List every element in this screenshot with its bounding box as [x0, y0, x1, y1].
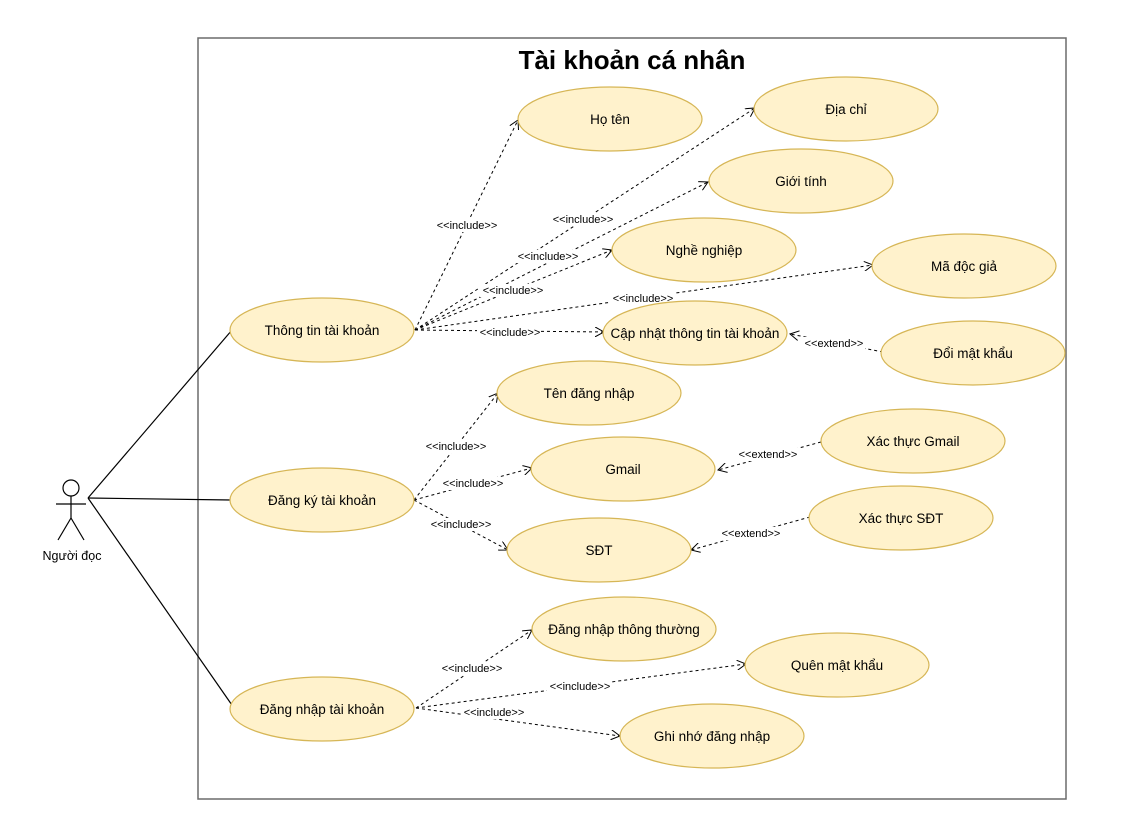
actor-right-leg	[70, 517, 85, 541]
extend-label-doi-mat-khau: <<extend>>	[805, 338, 864, 350]
include-label-dang-nhap-thuong: <<include>>	[442, 663, 503, 675]
use-case-gioi-tinh: Giới tính	[708, 148, 894, 214]
actor-left-leg	[57, 517, 72, 541]
use-case-label: Giới tính	[775, 174, 827, 189]
use-case-gmail: Gmail	[530, 436, 716, 502]
actor-head	[62, 479, 80, 497]
use-case-label: Họ tên	[590, 112, 630, 127]
use-case-label: Tên đăng nhập	[544, 386, 635, 401]
actor-label: Người đọc	[43, 549, 102, 563]
include-label-cap-nhat: <<include>>	[480, 327, 541, 339]
include-dang-nhap-thuong	[415, 630, 532, 709]
include-quen-mat-khau	[415, 664, 746, 709]
association-dang-ky	[87, 497, 232, 501]
include-label-sdt: <<include>>	[431, 519, 492, 531]
include-label-nghe-nghiep: <<include>>	[483, 285, 544, 297]
use-case-label: Mã độc giả	[931, 259, 998, 274]
association-thong-tin	[87, 329, 233, 499]
use-case-label: Ghi nhớ đăng nhập	[654, 729, 770, 744]
use-case-ghi-nho-dang-nhap: Ghi nhớ đăng nhập	[619, 703, 805, 769]
include-label-ghi-nho: <<include>>	[464, 707, 525, 719]
use-case-label: Quên mật khẩu	[791, 658, 883, 673]
use-case-quen-mat-khau: Quên mật khẩu	[744, 632, 930, 698]
include-label-ten-dang-nhap: <<include>>	[426, 441, 487, 453]
use-case-label: Gmail	[605, 462, 640, 477]
include-label-dia-chi: <<include>>	[518, 251, 579, 263]
use-case-dang-nhap-tai-khoan: Đăng nhập tài khoản	[229, 676, 415, 742]
extend-label-xac-thuc-gmail: <<extend>>	[739, 449, 798, 461]
use-case-xac-thuc-sdt: Xác thực SĐT	[808, 485, 994, 551]
include-cap-nhat	[414, 330, 604, 332]
include-label-ho-ten: <<include>>	[437, 220, 498, 232]
use-case-sdt: SĐT	[506, 517, 692, 583]
use-case-dang-ky-tai-khoan: Đăng ký tài khoản	[229, 467, 415, 533]
use-case-dia-chi: Địa chỉ	[753, 76, 939, 142]
actor-nguoi-doc: Người đọc	[43, 479, 102, 563]
use-case-label: SĐT	[586, 543, 613, 558]
include-label-quen-mat-khau: <<include>>	[550, 681, 611, 693]
use-case-label: Xác thực Gmail	[866, 434, 959, 449]
use-case-nghe-nghiep: Nghề nghiệp	[611, 217, 797, 283]
use-case-label: Địa chỉ	[825, 102, 866, 117]
use-case-label: Xác thực SĐT	[859, 511, 944, 526]
use-case-label: Đăng nhập thông thường	[548, 622, 700, 637]
use-case-label: Đăng ký tài khoản	[268, 493, 376, 508]
use-case-label: Nghề nghiệp	[666, 243, 743, 258]
relation-labels: <<include>> <<include>> <<include>> <<in…	[423, 213, 865, 719]
use-case-label: Đổi mật khẩu	[933, 346, 1013, 361]
include-label-gmail: <<include>>	[443, 478, 504, 490]
use-case-cap-nhat-thong-tin: Cập nhật thông tin tài khoản	[602, 300, 788, 366]
use-case-thong-tin-tai-khoan: Thông tin tài khoản	[229, 297, 415, 363]
use-case-label: Đăng nhập tài khoản	[260, 702, 385, 717]
use-case-doi-mat-khau: Đổi mật khẩu	[880, 320, 1066, 386]
include-label-ma-doc-gia: <<include>>	[613, 293, 674, 305]
association-dang-nhap	[87, 497, 235, 709]
include-ma-doc-gia	[414, 265, 873, 331]
use-case-ten-dang-nhap: Tên đăng nhập	[496, 360, 682, 426]
use-case-ma-doc-gia: Mã độc giả	[871, 233, 1057, 299]
use-case-xac-thuc-gmail: Xác thực Gmail	[820, 408, 1006, 474]
use-case-label: Cập nhật thông tin tài khoản	[611, 326, 780, 341]
include-label-gioi-tinh: <<include>>	[553, 214, 614, 226]
diagram-title: Tài khoản cá nhân	[519, 45, 746, 75]
extend-label-xac-thuc-sdt: <<extend>>	[722, 528, 781, 540]
include-dia-chi	[414, 108, 755, 331]
use-case-ho-ten: Họ tên	[517, 86, 703, 152]
include-ghi-nho	[415, 707, 620, 736]
use-case-label: Thông tin tài khoản	[265, 323, 380, 338]
use-case-dang-nhap-thong-thuong: Đăng nhập thông thường	[531, 596, 717, 662]
